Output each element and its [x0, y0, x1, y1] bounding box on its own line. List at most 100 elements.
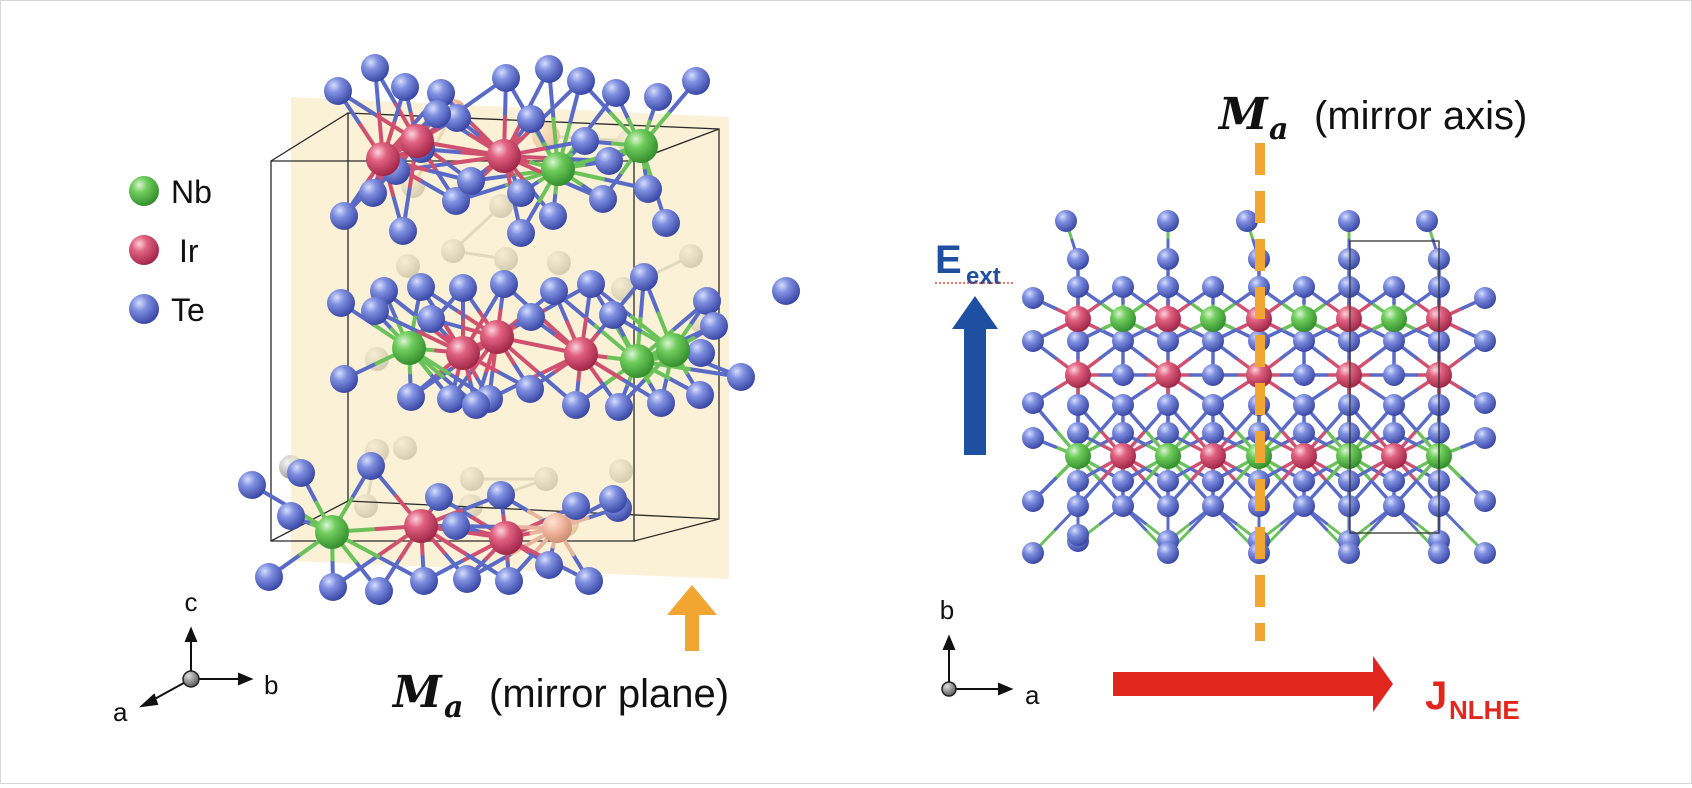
nb-atom: [1336, 443, 1362, 469]
legend-label-nb: Nb: [171, 174, 212, 210]
te-atom: [1157, 248, 1179, 270]
ir-atom: [1246, 362, 1272, 388]
te-atom: [1112, 330, 1134, 352]
legend-item-ir: Ir: [129, 233, 199, 269]
axis2-label-b: b: [940, 595, 954, 625]
axis-label-c: c: [185, 587, 198, 617]
ir-atom: [366, 142, 400, 176]
current-indicator: J NLHE: [1113, 656, 1520, 725]
origin2-icon: [941, 681, 957, 697]
te-atom: [1474, 287, 1496, 309]
te-atom: [589, 185, 617, 213]
nb-atom: [656, 333, 690, 367]
te-atom: [1022, 287, 1044, 309]
te-atom: [1338, 276, 1360, 298]
te-atom: [1022, 542, 1044, 564]
te-atom: [327, 289, 355, 317]
te-atom: [1293, 470, 1315, 492]
te-atom: [1293, 394, 1315, 416]
te-atom: [330, 202, 358, 230]
ir-atom: [1336, 362, 1362, 388]
te-atom: [652, 209, 680, 237]
te-atom: [1383, 470, 1405, 492]
te-atom: [1112, 276, 1134, 298]
te-atom: [1157, 495, 1179, 517]
ir-atom: [1155, 362, 1181, 388]
nb-atom: [620, 344, 654, 378]
current-arrow-shaft: [1113, 672, 1377, 696]
element-legend: Nb Ir Te: [129, 174, 212, 328]
te-atom: [238, 471, 266, 499]
te-atom: [1067, 276, 1089, 298]
te-atom: [1022, 427, 1044, 449]
te-atom: [1293, 330, 1315, 352]
te-atom: [535, 55, 563, 83]
a2-arrowhead-icon: [998, 682, 1014, 696]
te-atom: [457, 167, 485, 195]
te-atom: [1067, 470, 1089, 492]
te-atom: [437, 385, 465, 413]
nb-atom: [1065, 443, 1091, 469]
legend-label-te: Te: [171, 292, 205, 328]
ir-atom: [1155, 306, 1181, 332]
te-atom: [1157, 276, 1179, 298]
ir-atom: [1291, 443, 1317, 469]
te-atom: [442, 187, 470, 215]
te-atom: [535, 551, 563, 579]
te-atom: [1416, 210, 1438, 232]
te-atom: [423, 100, 451, 128]
ir-atom: [1336, 306, 1362, 332]
te-atom: [727, 363, 755, 391]
te-atom: [540, 277, 568, 305]
te-atom: [567, 67, 595, 95]
te-atom: [517, 105, 545, 133]
te-atom: [255, 563, 283, 591]
te-atom: [682, 67, 710, 95]
te-atom: [700, 312, 728, 340]
te-atom: [687, 339, 715, 367]
te-atom: [1067, 524, 1089, 546]
ir-atom: [1065, 362, 1091, 388]
te-atom: [1202, 330, 1224, 352]
te-atom: [1055, 210, 1077, 232]
te-atom: [425, 483, 453, 511]
te-atom: [410, 567, 438, 595]
te-atom: [1338, 542, 1360, 564]
te-atom: [693, 287, 721, 315]
te-atom: [562, 391, 590, 419]
te-atom: [577, 270, 605, 298]
te-atom: [359, 179, 387, 207]
te-atom: [1338, 210, 1360, 232]
origin-icon: [182, 670, 200, 688]
te-atom: [562, 492, 590, 520]
ir-atom: [1200, 443, 1226, 469]
mirror-plane-label: (mirror plane): [489, 672, 729, 716]
te-atom: [1067, 495, 1089, 517]
te-atom: [1067, 330, 1089, 352]
te-atom: [647, 389, 675, 417]
mirror-symbol-left: M: [391, 667, 443, 718]
te-atom: [330, 365, 358, 393]
te-atom: [417, 305, 445, 333]
te-atom: [407, 273, 435, 301]
c-arrowhead-icon: [184, 626, 198, 642]
te-atom: [1383, 330, 1405, 352]
nb-atom: [315, 515, 349, 549]
legend-item-te: Te: [129, 292, 205, 328]
electric-field-indicator: E ext: [935, 238, 1013, 455]
field-arrowhead-icon: [952, 296, 998, 329]
te-atom: [630, 263, 658, 291]
te-atom: [1428, 542, 1450, 564]
a-arrowhead-icon: [138, 693, 159, 708]
te-atom: [1157, 330, 1179, 352]
te-atom: [287, 459, 315, 487]
axis-label-a: a: [113, 697, 128, 727]
nb-atom: [1381, 306, 1407, 332]
te-atom: [1338, 470, 1360, 492]
te-atom: [427, 79, 455, 107]
te-atom: [1474, 330, 1496, 352]
te-atom: [1293, 422, 1315, 444]
te-atom: [453, 565, 481, 593]
te-atom: [571, 127, 599, 155]
